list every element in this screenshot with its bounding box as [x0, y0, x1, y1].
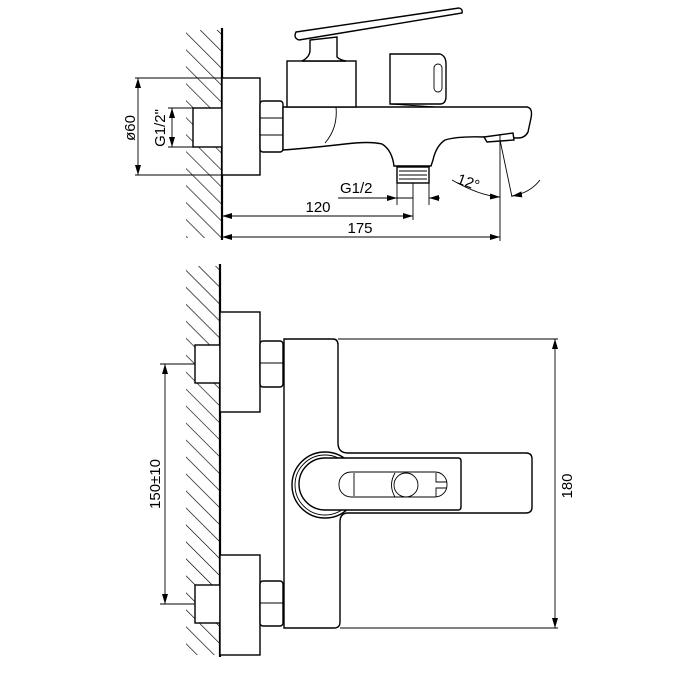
- side-view: ø60 G1/2" G1/2 120 175: [122, 7, 541, 241]
- dim-flange-diameter: ø60: [122, 77, 222, 176]
- dim-body-height-label: 180: [559, 473, 576, 498]
- dim-inlet-thread: G1/2": [152, 107, 193, 148]
- lower-wall-flange: [219, 554, 261, 656]
- lower-inlet-nut: [259, 580, 284, 627]
- dim-body-height: 180: [338, 338, 576, 629]
- wall-flange-side: [221, 77, 261, 176]
- dim-inlet-spacing-label: 150±10: [147, 459, 164, 509]
- dim-outlet-thread: G1/2: [338, 180, 440, 205]
- upper-wall-flange: [219, 311, 261, 413]
- dim-spout-angle: 12°: [451, 139, 541, 200]
- dim-spout-angle-label: 12°: [455, 171, 482, 195]
- front-view: 180 150±10: [147, 264, 576, 657]
- aerator: [482, 132, 515, 143]
- upper-inlet-pipe: [194, 344, 221, 384]
- lower-inlet-pipe: [194, 584, 221, 624]
- inlet-nut-side: [259, 100, 284, 153]
- dim-outlet-distance: 120: [222, 183, 414, 220]
- dim-outlet-distance-label: 120: [305, 199, 330, 216]
- dim-flange-diameter-label: ø60: [122, 115, 139, 141]
- dim-inlet-thread-label: G1/2": [152, 109, 169, 147]
- handle-cartridge-side: [286, 60, 357, 108]
- outlet-thread: [396, 166, 430, 184]
- handle-neck-side: [301, 36, 347, 62]
- spout-body: [282, 106, 533, 167]
- dim-inlet-spacing: 150±10: [147, 363, 195, 605]
- dim-outlet-thread-label: G1/2: [340, 180, 373, 197]
- inlet-pipe-side: [192, 107, 223, 148]
- dim-total-projection-label: 175: [347, 220, 372, 237]
- lever-handle-side: [294, 7, 463, 41]
- diverter-knob-side: [389, 53, 447, 108]
- dim-total-projection: 175: [222, 134, 501, 241]
- spout-inner-curve: [324, 106, 337, 144]
- lever-handle-front: [291, 451, 462, 519]
- upper-inlet-nut: [259, 340, 284, 388]
